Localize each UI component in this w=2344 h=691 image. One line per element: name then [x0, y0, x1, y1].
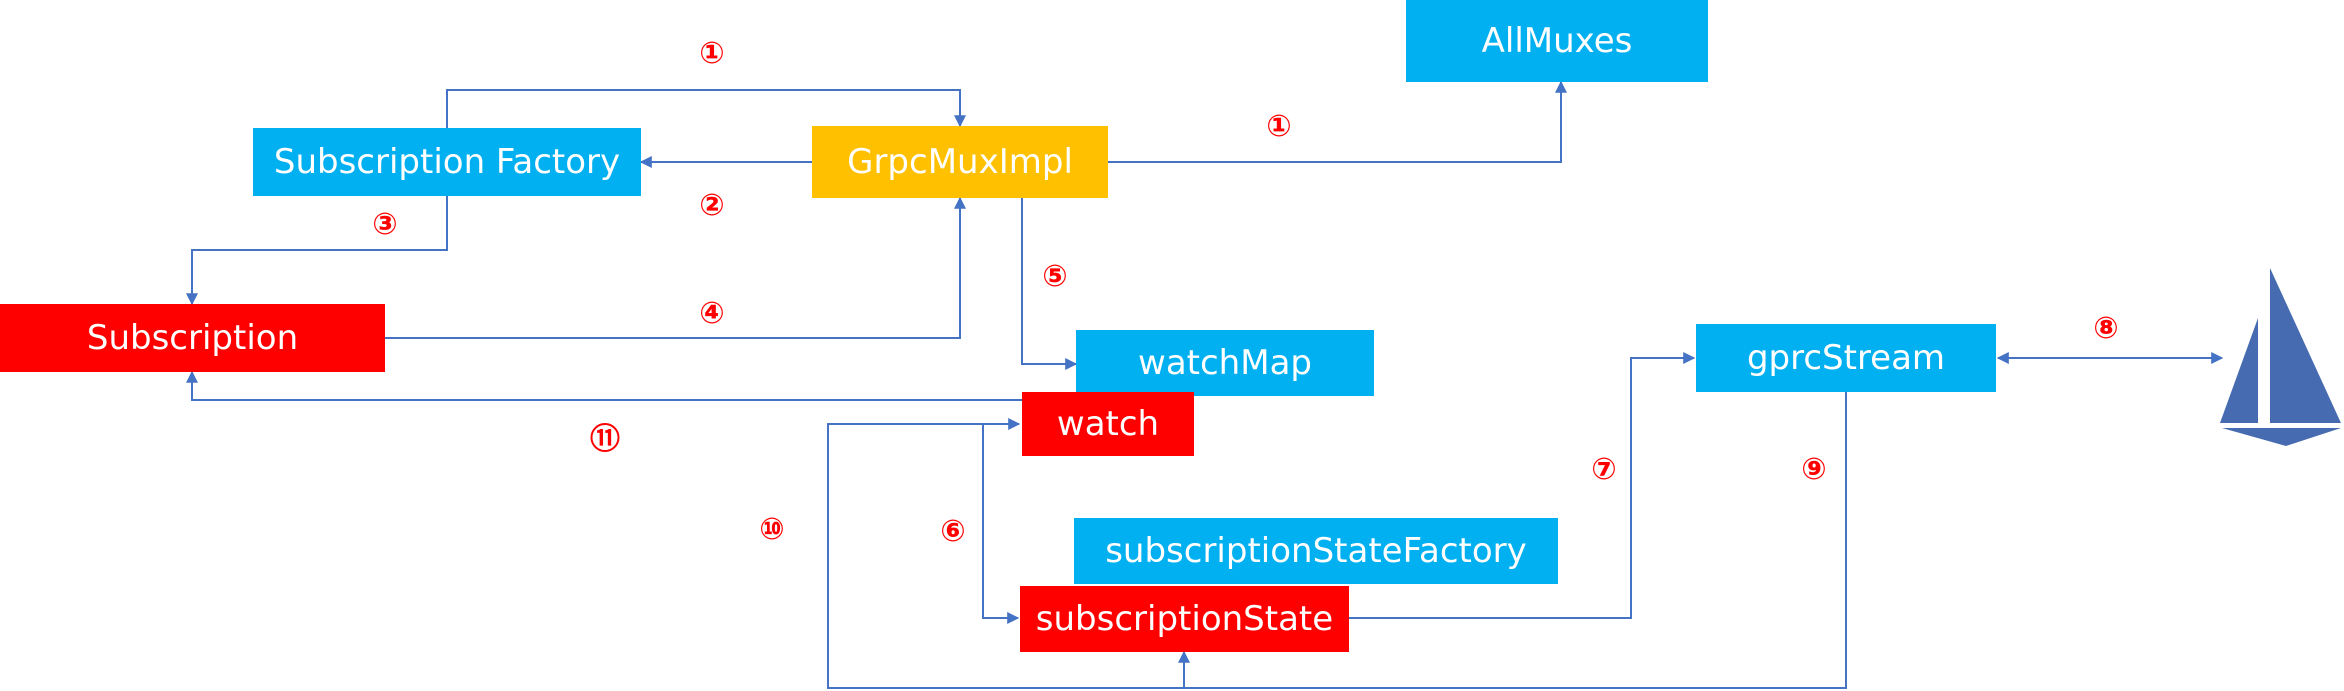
- connector-gprcstream-to-subscriptionstate: [1178, 392, 1847, 689]
- watch-node: watch: [1022, 392, 1194, 456]
- connector-watch-to-subscriptionstate: [982, 424, 1020, 624]
- connector-watch-to-subscription: [186, 370, 1024, 401]
- step-label-1-allmuxes: ①: [1266, 108, 1292, 144]
- connector-factory-to-grpcmux: [446, 89, 966, 128]
- subscriptionstatefactory-node: subscriptionStateFactory: [1074, 518, 1558, 584]
- subscription-node: Subscription: [0, 304, 385, 372]
- step-label-6: ⑥: [940, 513, 966, 549]
- grpcmuximpl-node: GrpcMuxImpl: [812, 126, 1108, 198]
- connector-grpcmux-to-watchmap: [1021, 196, 1078, 370]
- subscriptionstate-node: subscriptionState: [1020, 586, 1349, 652]
- step-label-10: ⑩: [759, 511, 785, 547]
- allmuxes-node: AllMuxes: [1406, 0, 1708, 82]
- connector-subscription-to-grpcmux: [385, 196, 966, 339]
- istio-sail-logo-icon: [2220, 268, 2341, 446]
- step-label-11: ⑪: [590, 422, 620, 457]
- step-label-7: ⑦: [1591, 451, 1617, 487]
- connector-subscriptionstate-to-gprcstream: [1349, 352, 1696, 619]
- step-label-4: ④: [699, 295, 725, 331]
- step-label-8: ⑧: [2093, 310, 2119, 346]
- step-label-5: ⑤: [1042, 258, 1068, 294]
- step-label-9: ⑨: [1801, 451, 1827, 487]
- connector-factory-to-subscription: [186, 196, 448, 306]
- watchmap-node: watchMap: [1076, 330, 1374, 396]
- connector-loop-to-watch: [827, 418, 1184, 689]
- step-label-3: ③: [372, 206, 398, 242]
- step-label-1-factory: ①: [699, 35, 725, 71]
- gprcstream-node: gprcStream: [1696, 324, 1996, 392]
- connector-grpcmux-to-allmuxes: [1108, 80, 1567, 163]
- subscription-factory-node: Subscription Factory: [253, 128, 641, 196]
- step-label-2: ②: [699, 187, 725, 223]
